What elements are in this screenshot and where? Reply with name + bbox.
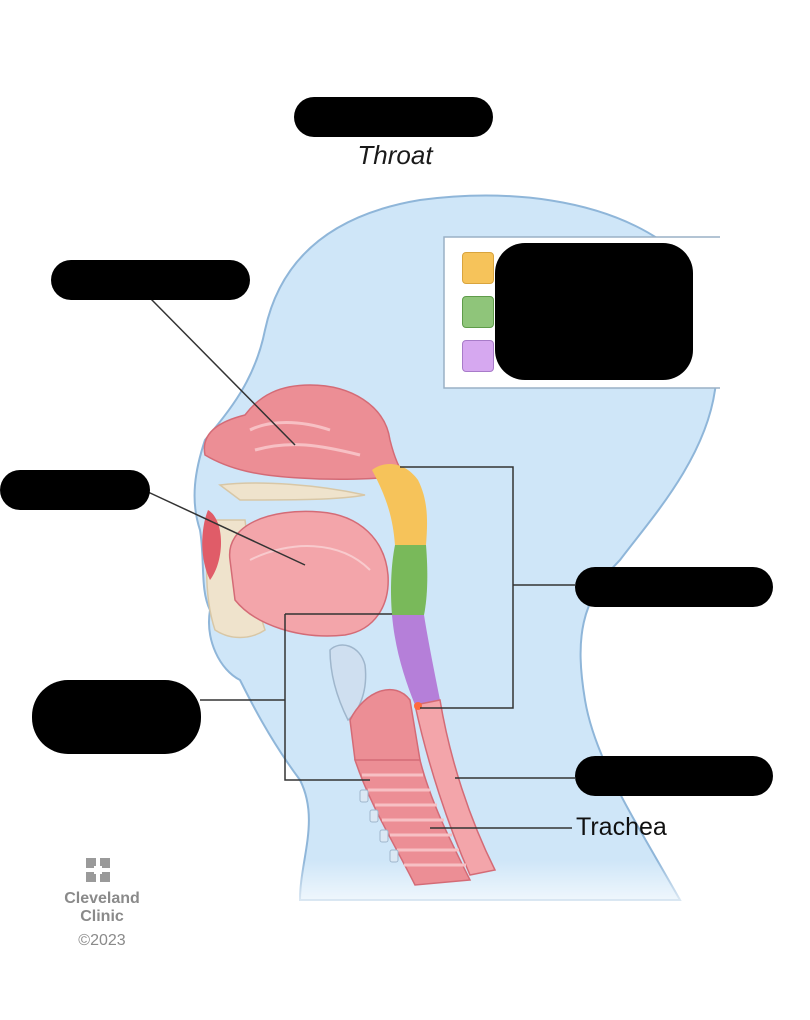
esophagus-opening (414, 702, 422, 710)
cleveland-clinic-logo-icon (86, 858, 110, 882)
diagram-heading: Throat (357, 140, 433, 170)
redacted-title (294, 97, 493, 137)
logo-copyright: ©2023 (78, 932, 126, 949)
leader-lines (147, 297, 575, 829)
laryngopharynx-region (392, 615, 440, 705)
tongue (229, 510, 389, 637)
redacted-label-pharynx (575, 567, 773, 607)
nasopharynx-swatch (462, 252, 494, 284)
trachea-rings (362, 773, 466, 867)
redacted-legend-text (495, 243, 693, 380)
lips (202, 510, 222, 580)
nasal-turbinates (249, 421, 361, 457)
redacted-label-esophagus (575, 756, 773, 796)
laryngopharynx-swatch (462, 340, 494, 372)
redacted-label-larynx (32, 680, 201, 754)
oropharynx-swatch (462, 296, 494, 328)
redacted-label-mouth (0, 470, 150, 510)
nasopharynx-region (372, 464, 428, 545)
tongue-detail (249, 545, 371, 571)
nasal-cavity (203, 384, 407, 480)
hard-palate (218, 482, 366, 501)
redacted-label-nasal-cavity (51, 260, 250, 300)
esophagus (414, 699, 497, 876)
epiglottis (329, 644, 367, 722)
label-trachea: Trachea (576, 813, 667, 841)
spine-markers (359, 789, 399, 863)
oropharynx-region (391, 545, 428, 615)
